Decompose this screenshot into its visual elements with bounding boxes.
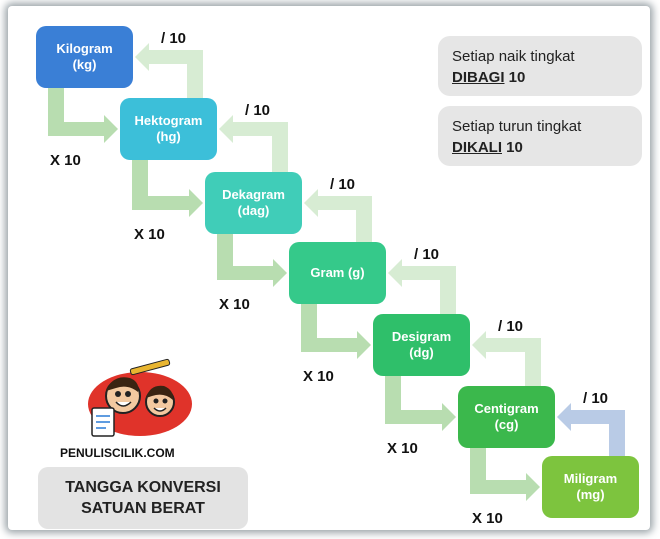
note-down-text: Setiap turun tingkat <box>452 118 582 135</box>
divide-label: / 10 <box>414 246 440 263</box>
up-arrow-icon <box>219 115 288 172</box>
step-abbreviation: (hg) <box>156 129 181 144</box>
multiply-label: X 10 <box>472 510 503 527</box>
arrows-layer <box>48 43 625 501</box>
step-desigram: Desigram(dg) <box>373 314 470 376</box>
step-abbreviation: (dag) <box>237 203 270 218</box>
cartoon-kids-logo-icon <box>88 358 192 437</box>
multiply-label: X 10 <box>303 368 334 385</box>
note-down-emphasis: DIKALI <box>452 139 502 156</box>
down-arrow-icon <box>132 160 203 217</box>
brand-name: PENULISCILIK.COM <box>60 446 175 460</box>
multiply-label: X 10 <box>50 152 81 169</box>
multiply-label: X 10 <box>387 440 418 457</box>
up-arrow-icon <box>388 259 456 314</box>
divide-label: / 10 <box>330 176 356 193</box>
step-abbreviation: (mg) <box>576 487 605 502</box>
step-name: Centigram <box>474 401 539 416</box>
step-abbreviation: (dg) <box>409 345 434 360</box>
down-arrow-icon <box>48 88 118 143</box>
step-name: Kilogram <box>56 41 113 56</box>
down-arrow-icon <box>217 234 287 287</box>
note-up-text: Setiap naik tingkat <box>452 48 575 65</box>
note-down-number: 10 <box>506 139 523 156</box>
note-up-number: 10 <box>508 69 526 86</box>
up-arrow-icon <box>135 43 203 98</box>
step-miligram: Miligram(mg) <box>542 456 639 518</box>
up-arrow-icon <box>557 403 625 456</box>
note-up-emphasis: DIBAGI <box>452 69 505 86</box>
step-name: Desigram <box>391 329 452 344</box>
step-centigram: Centigram(cg) <box>458 386 555 448</box>
step-name: Gram (g) <box>310 265 365 280</box>
up-arrow-icon <box>472 331 541 386</box>
step-abbreviation: (kg) <box>72 57 97 72</box>
step-name: Dekagram <box>222 187 285 202</box>
title-line-2: SATUAN BERAT <box>81 500 205 517</box>
down-arrow-icon <box>470 448 540 501</box>
multiply-label: X 10 <box>219 296 250 313</box>
down-arrow-icon <box>385 376 456 431</box>
divide-label: / 10 <box>583 390 609 407</box>
multiply-label: X 10 <box>134 226 165 243</box>
step-abbreviation: (cg) <box>494 417 519 432</box>
divide-label: / 10 <box>245 102 271 119</box>
step-name: Miligram <box>563 471 618 486</box>
note-up: Setiap naik tingkat DIBAGI 10 <box>438 36 642 96</box>
step-hektogram: Hektogram(hg) <box>120 98 217 160</box>
note-down: Setiap turun tingkat DIKALI 10 <box>438 106 642 166</box>
step-kilogram: Kilogram(kg) <box>36 26 133 88</box>
diagram-title: TANGGA KONVERSI SATUAN BERAT <box>38 467 248 529</box>
divide-label: / 10 <box>498 318 524 335</box>
step-dekagram: Dekagram(dag) <box>205 172 302 234</box>
step-name: Hektogram <box>134 113 203 128</box>
down-arrow-icon <box>301 304 371 359</box>
up-arrow-icon <box>304 189 372 242</box>
step-gram-g: Gram (g) <box>289 242 386 304</box>
title-line-1: TANGGA KONVERSI <box>65 479 221 496</box>
divide-label: / 10 <box>161 30 187 47</box>
diagram-frame: Kilogram(kg) Hektogram(hg) Dekagram(dag) Gr… <box>8 6 650 530</box>
